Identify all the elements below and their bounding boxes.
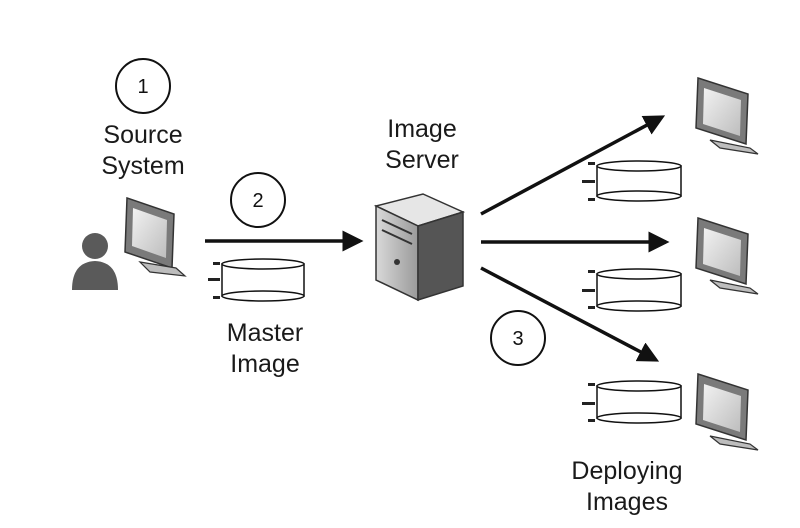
source-monitor-icon xyxy=(124,196,187,277)
deploy-disk-1-icon xyxy=(582,160,682,202)
master-image-label-line-2: Image xyxy=(230,350,300,378)
step-1-number: 1 xyxy=(137,76,148,98)
client-monitor-3-icon xyxy=(695,372,759,451)
client-monitor-2-icon xyxy=(695,216,759,295)
arrow-to-client-1 xyxy=(480,115,666,216)
client-monitor-1-icon xyxy=(695,76,759,155)
source-system-label: Source System xyxy=(80,120,206,182)
image-server-label: Image Server xyxy=(360,114,484,176)
master-image-label: Master Image xyxy=(200,318,330,380)
step-2-number: 2 xyxy=(252,190,263,212)
source-system-label-line-2: System xyxy=(101,152,185,180)
server-icon xyxy=(373,193,466,302)
step-3-marker: 3 xyxy=(490,310,546,366)
source-system-label-line-1: Source xyxy=(103,121,183,149)
master-image-disk-icon xyxy=(208,258,305,302)
image-server-label-line-2: Server xyxy=(385,146,459,174)
deploy-disk-2-icon xyxy=(582,268,682,312)
deploy-disk-3-icon xyxy=(582,380,682,424)
deploying-images-label-line-2: Images xyxy=(586,488,668,516)
step-2-marker: 2 xyxy=(230,172,286,228)
step-1-marker: 1 xyxy=(115,58,171,114)
deploying-images-label-line-1: Deploying xyxy=(571,457,683,485)
master-image-label-line-1: Master xyxy=(226,319,304,347)
deploying-images-label: Deploying Images xyxy=(552,456,702,518)
arrow-to-client-3 xyxy=(480,266,660,362)
step-3-number: 3 xyxy=(512,328,523,350)
image-server-label-line-1: Image xyxy=(387,115,457,143)
person-icon xyxy=(72,233,118,290)
